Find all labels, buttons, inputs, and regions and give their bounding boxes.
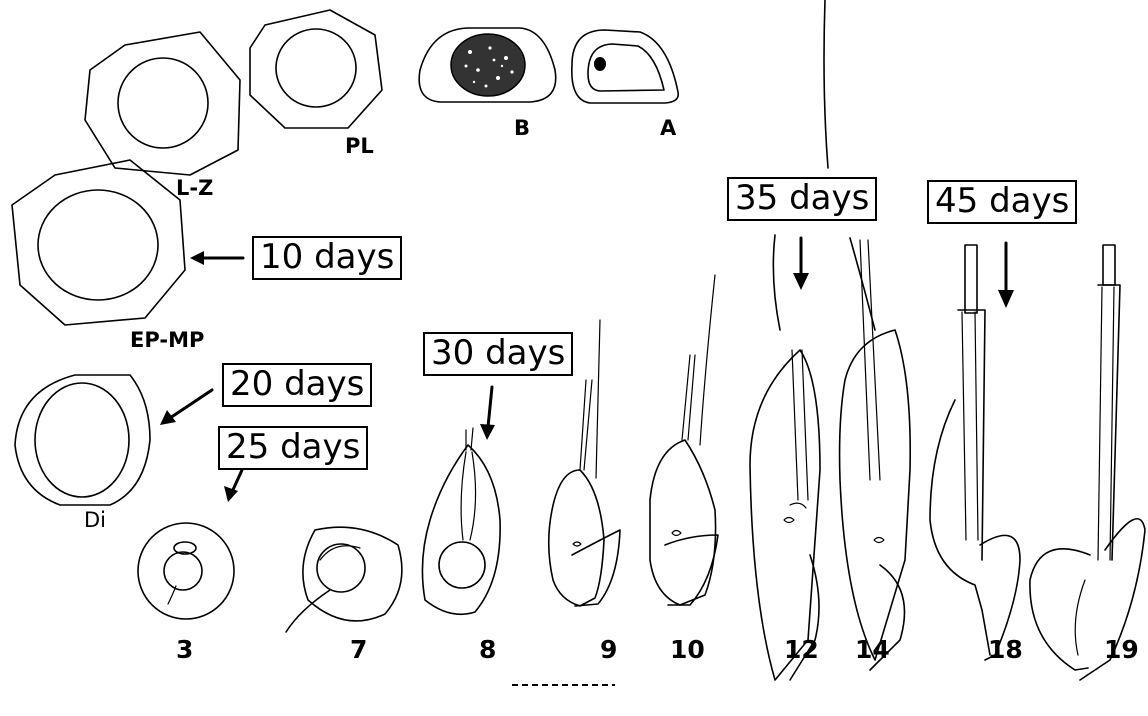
box-30-days: 30 days — [423, 332, 573, 376]
cell-epmp — [12, 160, 185, 325]
box-20-days: 20 days — [222, 363, 372, 407]
step-number: 3 — [176, 637, 193, 662]
arrow-20-days — [160, 390, 212, 425]
spermatid-step-8 — [422, 428, 500, 614]
arrow-25-days — [224, 470, 242, 502]
step-number: 18 — [988, 637, 1023, 662]
arrow-45-days — [998, 243, 1014, 308]
step-number: 14 — [855, 637, 890, 662]
spermatid-step-12 — [750, 0, 828, 680]
spermatid-step-18 — [930, 245, 1020, 660]
arrow-35-days — [793, 238, 809, 290]
cell-b — [419, 28, 556, 102]
arrow-30-days — [480, 387, 495, 440]
spermatid-step-14 — [840, 238, 911, 670]
box-25-days: 25 days — [218, 426, 368, 470]
step-number: 12 — [784, 637, 819, 662]
cell-di — [15, 375, 150, 505]
spermatid-step-19 — [1030, 245, 1145, 680]
step-number: 7 — [350, 637, 367, 662]
cell-a — [572, 30, 678, 103]
box-45-days: 45 days — [927, 180, 1077, 224]
box-35-days: 35 days — [727, 177, 877, 221]
step-number: 8 — [479, 637, 496, 662]
step-number: 19 — [1104, 637, 1139, 662]
spermatid-step-7 — [286, 527, 402, 632]
label-pl: PL — [345, 136, 374, 157]
spermatid-step-10 — [650, 275, 718, 605]
box-10-days: 10 days — [252, 236, 402, 280]
cell-pl — [250, 10, 382, 128]
label-epmp: EP-MP — [130, 330, 204, 351]
step-number: 10 — [670, 637, 705, 662]
cell-lz — [85, 32, 240, 175]
spermatid-step-3 — [138, 523, 234, 619]
label-di: Di — [84, 510, 106, 531]
label-lz: L-Z — [176, 178, 213, 199]
label-a: A — [660, 118, 676, 139]
step-number: 9 — [600, 637, 617, 662]
label-b: B — [514, 118, 530, 139]
arrow-10-days — [190, 251, 243, 265]
